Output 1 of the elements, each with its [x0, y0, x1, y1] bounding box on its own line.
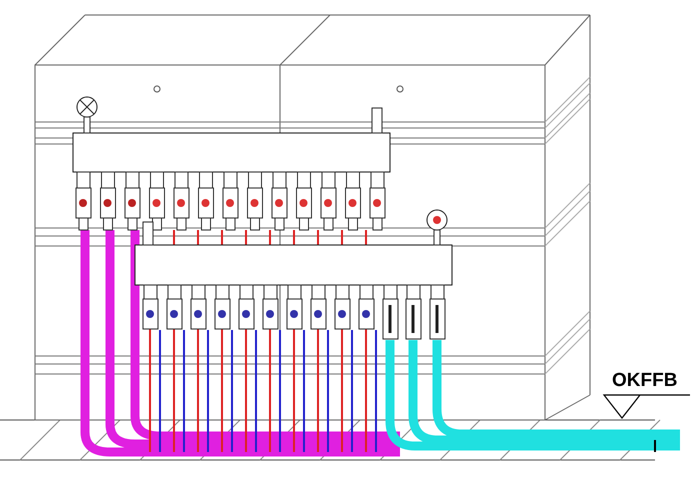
floor-level-label: OKFFB	[612, 370, 678, 392]
